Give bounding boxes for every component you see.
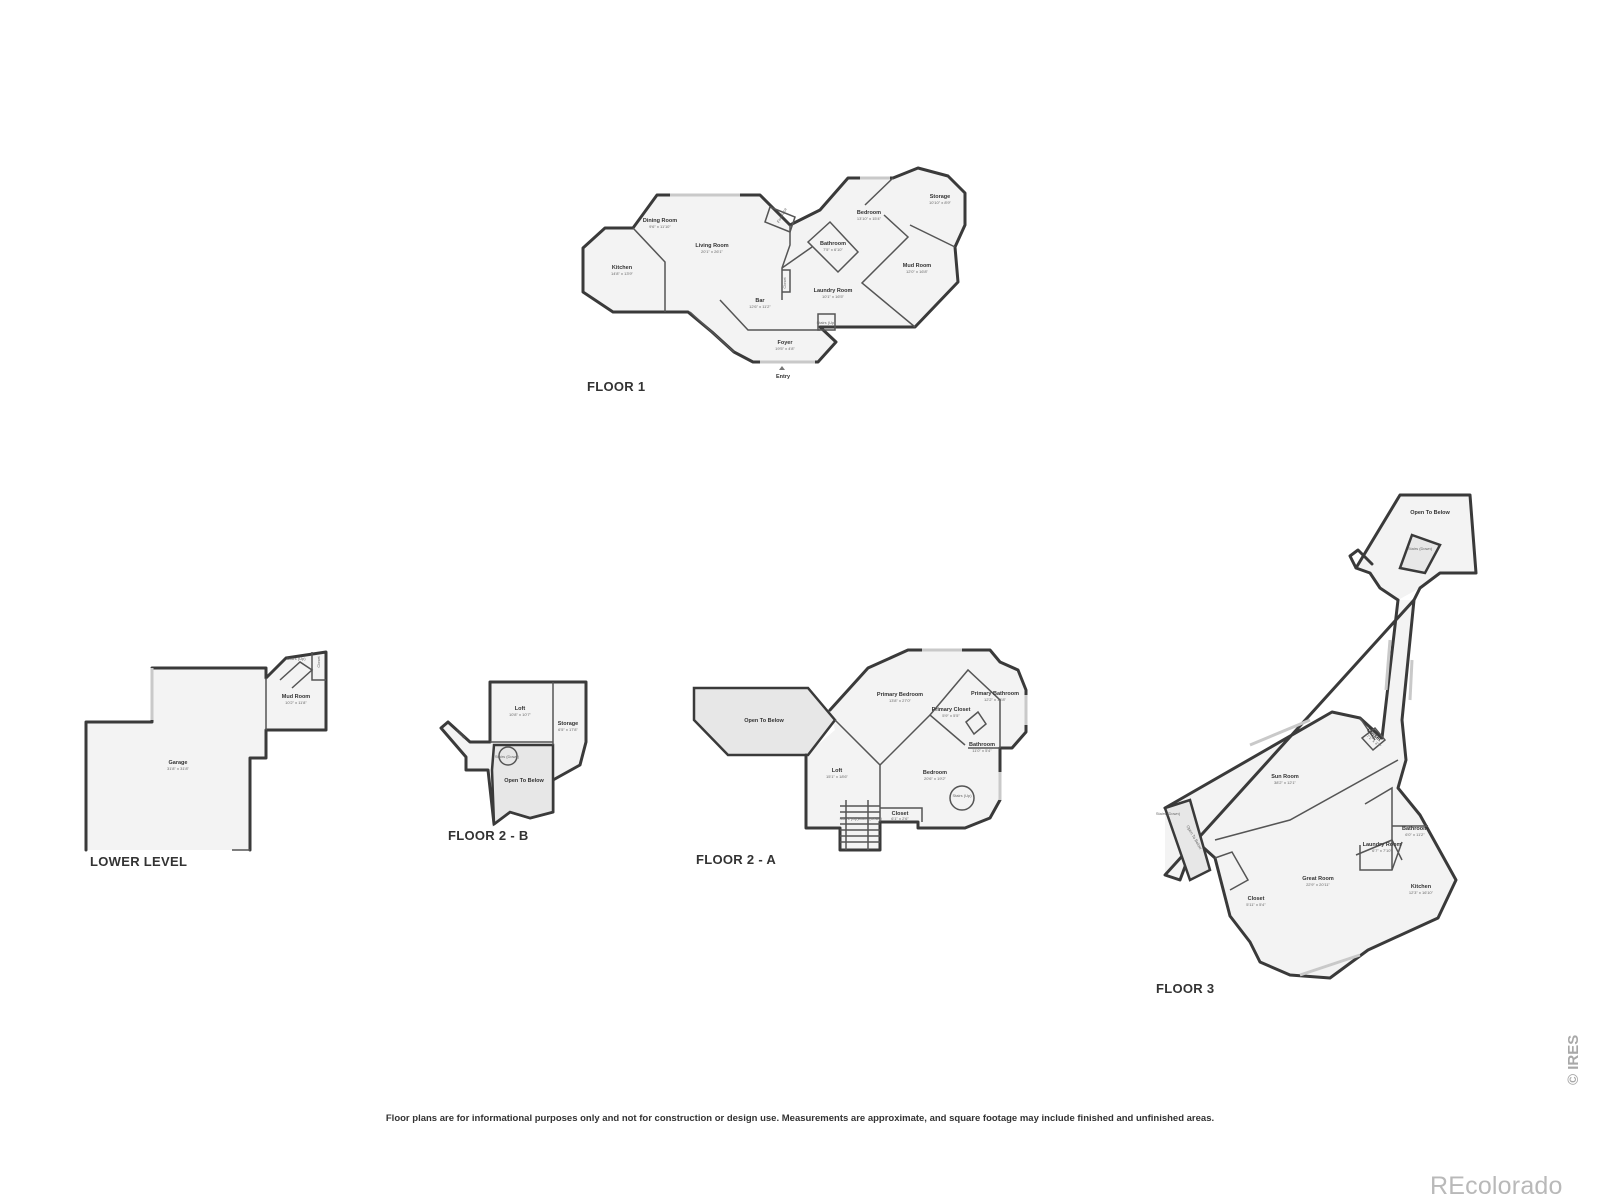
f3-open-to-below-2 (1163, 798, 1212, 882)
lower-level-outline (84, 650, 328, 852)
ll-label-stairs: Stairs (Up) (286, 656, 306, 661)
f2b-room-storage: Storage (558, 721, 578, 727)
f1-label-entry: Entry (776, 374, 791, 380)
f2a-room-bathroom: Bathroom (969, 742, 995, 748)
f2b-dim-storage: 6'5" x 17'8" (558, 727, 578, 732)
f3-dim-bathroom: 6'0" x 11'2" (1405, 832, 1425, 837)
f2a-room-bedroom: Bedroom (923, 770, 947, 776)
f3-label-stairs-down: Stairs (Down) (1408, 546, 1433, 551)
f1-dim-bar: 12'6" x 11'2" (749, 304, 771, 309)
f2b-dim-loft: 10'8" x 10'7" (509, 712, 532, 717)
lower-level-title: LOWER LEVEL (90, 854, 187, 869)
floor-3-plan: Sun Room 38'2" x 12'1" Great Room 22'9" … (1156, 493, 1478, 996)
floor-1-plan: Dining Room 9'6" x 11'10" Living Room 20… (581, 166, 967, 394)
f3-room-kitchen: Kitchen (1411, 884, 1432, 890)
ll-room-mudroom: Mud Room (282, 694, 311, 700)
f3-room-sunroom: Sun Room (1271, 774, 1299, 780)
f1-dim-living: 20'1" x 26'1" (701, 249, 724, 254)
f1-room-living: Living Room (695, 243, 728, 249)
floor-2a-plan: Primary Bedroom 13'8" x 27'0" Primary Ba… (692, 648, 1028, 867)
f3-label-open: Open To Below (1410, 510, 1450, 516)
f3-label-stairs-down-2: Stairs (Down) (1156, 811, 1181, 816)
f2b-label-open: Open To Below (504, 778, 544, 784)
f1-room-mudroom: Mud Room (903, 263, 932, 269)
f2a-room-primary-bedroom: Primary Bedroom (877, 692, 923, 698)
f2a-room-closet: Closet (892, 811, 909, 817)
f1-room-storage: Storage (930, 194, 950, 200)
f2a-room-primary-closet: Primary Closet (932, 707, 971, 713)
entry-arrow-icon (779, 366, 785, 370)
ll-dim-garage: 31'8" x 31'8" (167, 766, 190, 771)
f1-label-closet: Closet (782, 276, 787, 288)
f2a-dim-primary-bathroom: 12'2" x 14'8" (984, 697, 1007, 702)
f1-dim-dining: 9'6" x 11'10" (649, 224, 671, 229)
f2a-dim-primary-bedroom: 13'8" x 27'0" (889, 698, 912, 703)
f2a-label-stairs-up: Stairs (Up) (839, 816, 859, 821)
f2a-label-stairs-down: Stairs (Down) (858, 816, 883, 821)
ll-dim-mudroom: 10'2" x 11'8" (285, 700, 307, 705)
floor-2a-title: FLOOR 2 - A (696, 852, 776, 867)
f3-dim-greatroom: 22'9" x 20'11" (1306, 882, 1330, 887)
f3-dim-sunroom: 38'2" x 12'1" (1274, 780, 1297, 785)
f3-stair-down-shaft (1398, 533, 1442, 575)
f1-room-kitchen: Kitchen (612, 265, 633, 271)
f2a-dim-bedroom: 20'6" x 19'2" (924, 776, 947, 781)
floor-3-upper-outline (1348, 493, 1478, 602)
f1-room-foyer: Foyer (778, 340, 794, 346)
f2b-label-stairs: Stairs (Down) (495, 754, 520, 759)
ll-room-garage: Garage (169, 760, 188, 766)
f2a-room-primary-bathroom: Primary Bathroom (971, 691, 1019, 697)
f1-dim-storage: 10'10" x 8'9" (929, 200, 952, 205)
f2a-room-loft: Loft (832, 768, 843, 774)
ires-watermark: © IRES (1565, 1034, 1582, 1085)
f2a-dim-bathroom: 11'0" x 5'4" (972, 748, 992, 753)
f1-dim-kitchen: 14'8" x 13'9" (611, 271, 634, 276)
f3-room-laundry: Laundry Room (1363, 842, 1402, 848)
f2a-label-stairs-up-2: Stairs (Up) (952, 793, 972, 798)
f1-room-bathroom: Bathroom (820, 241, 846, 247)
f1-dim-bedroom: 13'10" x 15'4" (857, 216, 882, 221)
f3-dim-kitchen: 12'3" x 16'10" (1409, 890, 1434, 895)
f3-room-closet: Closet (1248, 896, 1265, 902)
f3-dim-closet: 5'11" x 5'4" (1246, 902, 1266, 907)
floor-3-title: FLOOR 3 (1156, 981, 1214, 996)
f2a-dim-closet: 6'1" x 2'6" (891, 816, 909, 821)
recolorado-logo-text: REcolorado (1430, 1172, 1563, 1200)
f3-room-greatroom: Great Room (1302, 876, 1334, 882)
f1-dim-bathroom: 7'5" x 6'10" (823, 247, 843, 252)
floor-2b-title: FLOOR 2 - B (448, 828, 529, 843)
f1-room-dining: Dining Room (643, 218, 677, 224)
lower-level-plan: Garage 31'8" x 31'8" Mud Room 10'2" x 11… (84, 650, 328, 869)
f2a-open-to-below (692, 686, 837, 757)
floor-1-title: FLOOR 1 (587, 379, 645, 394)
f1-dim-mudroom: 12'0" x 16'8" (906, 269, 929, 274)
f1-room-laundry: Laundry Room (814, 288, 853, 294)
f1-dim-laundry: 10'1" x 16'5" (822, 294, 845, 299)
f1-dim-foyer: 19'5" x 4'8" (775, 346, 795, 351)
f2a-dim-loft: 15'1" x 18'6" (826, 774, 849, 779)
ll-label-closet: Closet (316, 655, 321, 667)
f2b-room-loft: Loft (515, 706, 526, 712)
f2a-dim-primary-closet: 5'9" x 5'5" (942, 713, 960, 718)
f1-room-bar: Bar (755, 298, 765, 304)
floor-2b-plan: Loft 10'8" x 10'7" Storage 6'5" x 17'8" … (439, 680, 588, 843)
f3-dim-laundry: 6'7" x 7'10" (1372, 848, 1392, 853)
disclaimer-text: Floor plans are for informational purpos… (385, 1113, 1215, 1124)
f3-room-bathroom: Bathroom (1402, 826, 1428, 832)
f1-label-stairs: Stairs (Up) (816, 320, 836, 325)
f2a-label-open: Open To Below (744, 718, 784, 724)
f1-room-bedroom: Bedroom (857, 210, 881, 216)
floor-1-outline-fill (583, 168, 965, 362)
